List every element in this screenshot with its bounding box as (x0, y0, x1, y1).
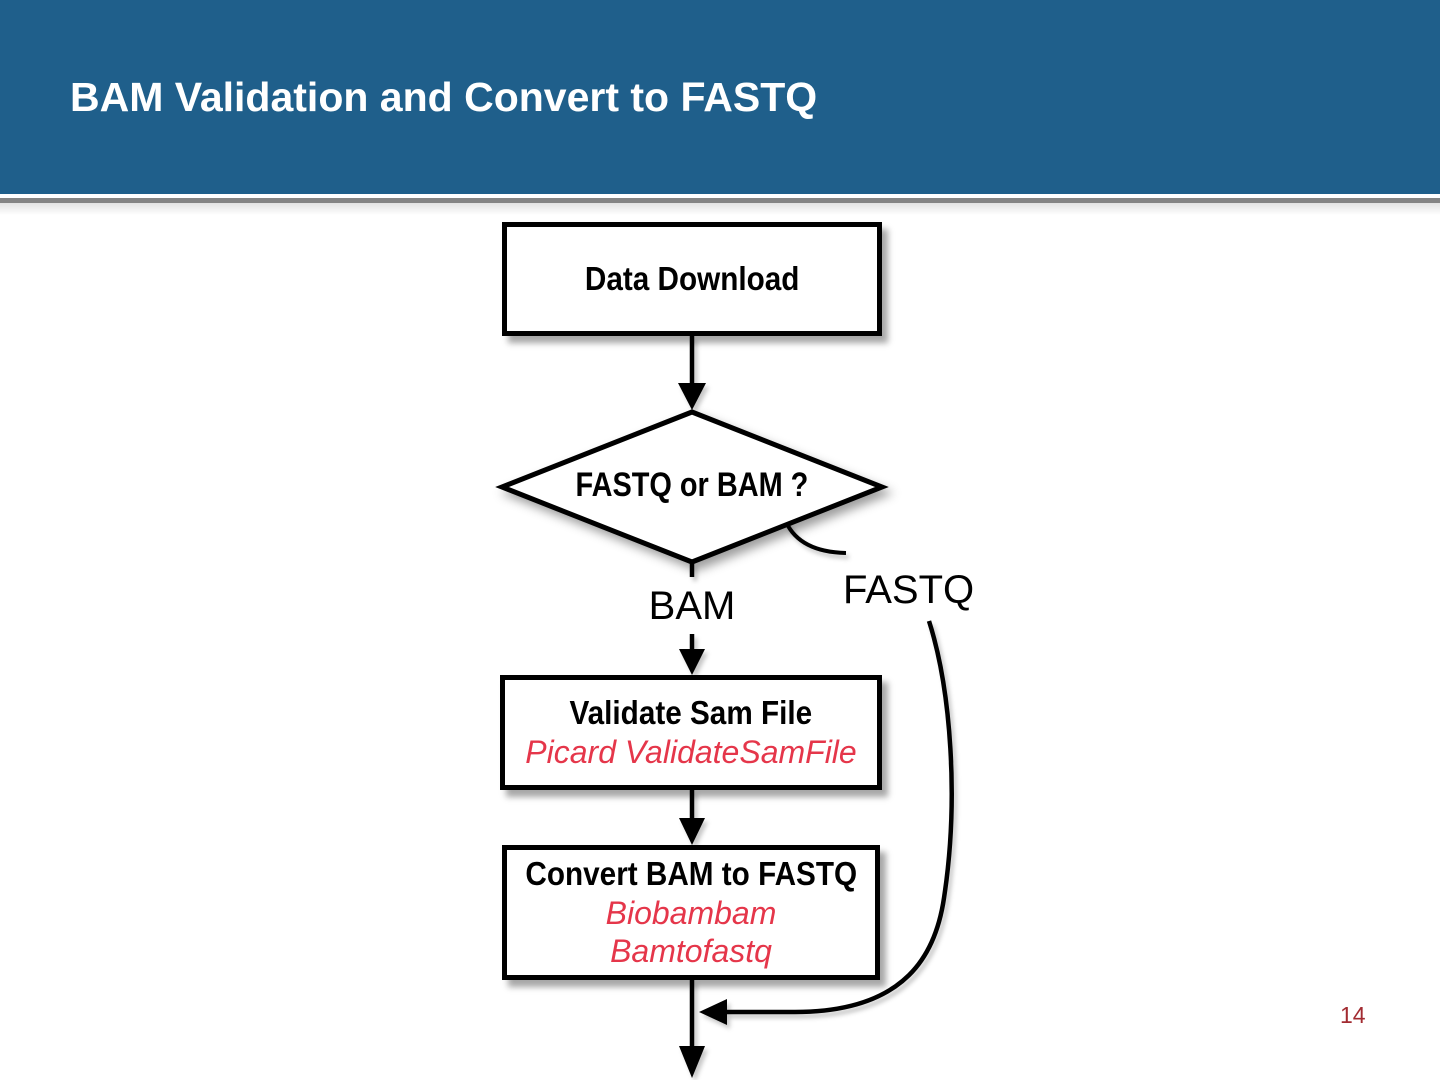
page-number: 14 (1340, 1002, 1366, 1028)
node-decision-label: FASTQ or BAM ? (575, 466, 809, 504)
node-convert-tool-line2: Bamtofastq (610, 932, 772, 969)
node-data-download-label: Data Download (584, 259, 800, 297)
slide-header: BAM Validation and Convert to FASTQ (0, 0, 1440, 194)
node-convert-bam-to-fastq: Convert BAM to FASTQ Biobambam Bamtofast… (502, 845, 880, 980)
edge-label-bam: BAM (648, 584, 736, 628)
header-divider-fade (0, 203, 1440, 215)
arrowhead-validate-to-convert (679, 818, 705, 845)
edge-label-fastq: FASTQ (843, 568, 975, 612)
header-divider-highlight (0, 194, 1440, 198)
node-convert-title: Convert BAM to FASTQ (525, 854, 857, 892)
node-convert-tool-line1: Biobambam (605, 894, 777, 931)
arrowhead-bam-to-validate (679, 649, 705, 675)
edge-decision-to-fastq (784, 521, 847, 555)
arrowhead-fastq-bypass (699, 999, 727, 1025)
arrowhead-download-to-decision (678, 383, 706, 410)
node-validate-sam-file: Validate Sam File Picard ValidateSamFile (500, 675, 882, 790)
node-validate-tool: Picard ValidateSamFile (525, 733, 857, 770)
slide-title: BAM Validation and Convert to FASTQ (70, 74, 818, 120)
node-validate-title: Validate Sam File (569, 693, 813, 731)
arrowhead-convert-to-out (679, 1046, 705, 1078)
node-data-download: Data Download (502, 222, 882, 336)
header-divider (0, 198, 1440, 203)
